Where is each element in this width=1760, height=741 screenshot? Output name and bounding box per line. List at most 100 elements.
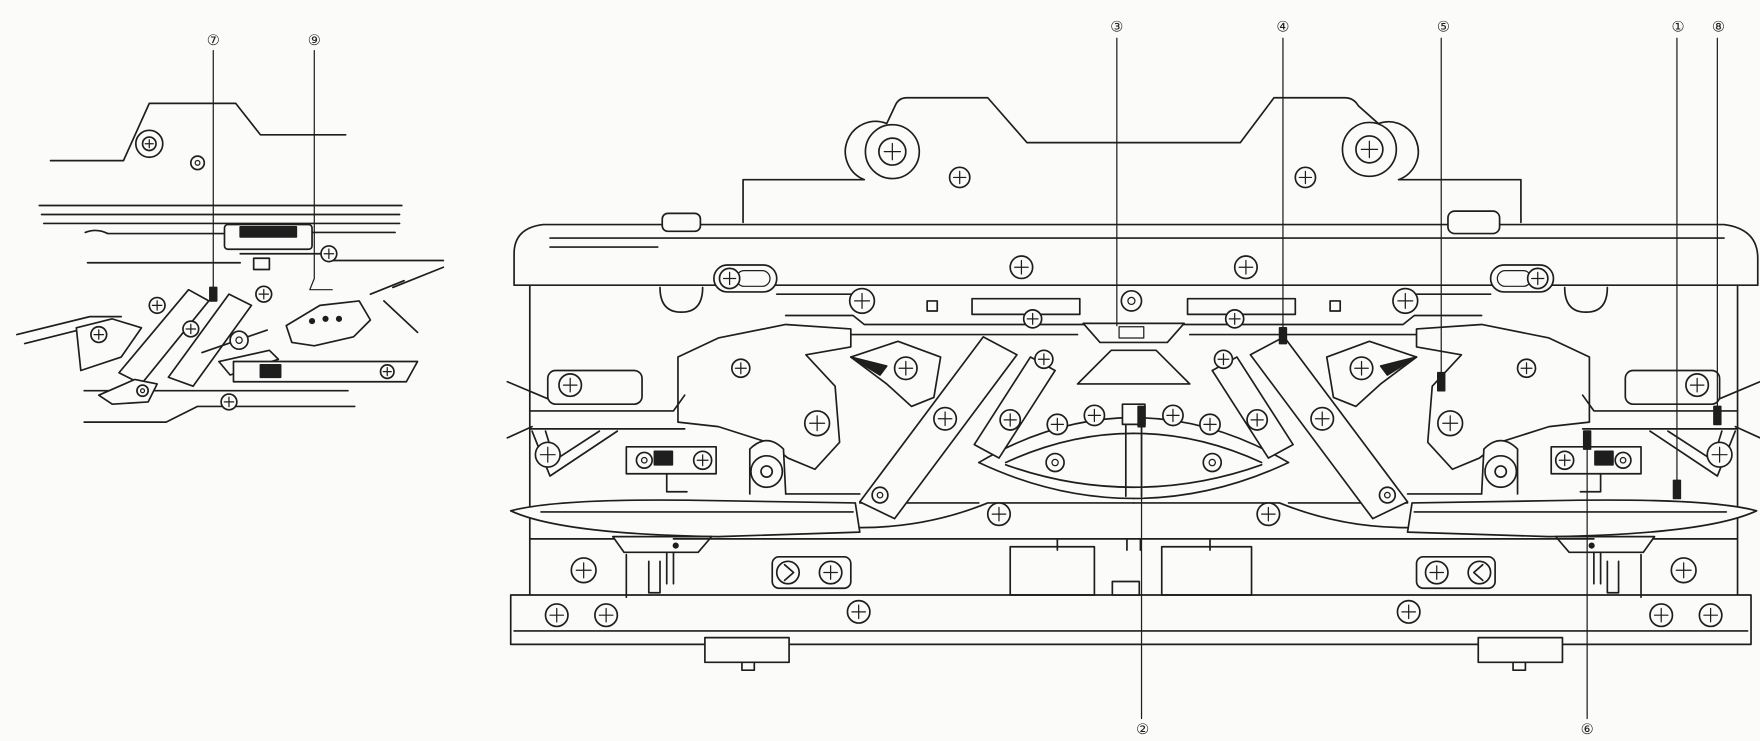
screw-center <box>139 388 146 394</box>
screw-group <box>534 255 1106 628</box>
center-window-right <box>1160 545 1253 596</box>
bottom-bar <box>509 594 1752 646</box>
inset-upper-track <box>86 252 445 264</box>
screw-head <box>1045 452 1065 473</box>
inset-cam-arm <box>167 293 253 388</box>
screw-icon <box>1046 413 1069 436</box>
screw-icon <box>189 155 206 171</box>
screw-center <box>1127 296 1136 306</box>
center-cam-tip <box>1076 349 1191 385</box>
sinker-dot <box>672 542 679 549</box>
screw-head <box>871 486 889 504</box>
screw-slot <box>1360 140 1379 159</box>
sinker <box>612 535 713 554</box>
screw-icon <box>999 408 1022 431</box>
screw-icon <box>1083 404 1106 427</box>
callout-3: ③ <box>1110 19 1123 36</box>
screw-center <box>235 336 243 344</box>
side-plate <box>677 323 852 471</box>
screw-slot <box>1014 259 1029 275</box>
screw-icon <box>1034 349 1054 370</box>
rail-line <box>549 237 1725 248</box>
screw-head <box>1120 289 1143 312</box>
callout-6: ⑥ <box>1581 721 1594 738</box>
screw-icon <box>544 603 569 628</box>
screw-icon <box>893 356 918 381</box>
screw-icon <box>878 137 907 166</box>
screw-icon <box>1009 255 1034 280</box>
inset-lever-hole <box>308 318 316 325</box>
marker-2 <box>1137 405 1146 428</box>
screw-slot <box>1087 408 1102 423</box>
inset-stud <box>252 257 271 271</box>
screw-slot <box>898 360 914 376</box>
screw-icon <box>871 486 889 504</box>
screw-slot <box>851 604 867 620</box>
bottom-tab <box>704 636 790 664</box>
small-stud <box>926 300 939 312</box>
screw-slot <box>809 415 826 432</box>
inset-right-lines <box>369 266 445 334</box>
marker-6 <box>1582 430 1592 450</box>
screw-slot <box>937 411 953 427</box>
screw-icon <box>255 285 273 303</box>
wing-lines <box>528 394 686 430</box>
screw-icon <box>933 406 958 431</box>
screw-slot <box>598 607 614 623</box>
screw-center <box>640 456 648 464</box>
screw-icon <box>558 373 583 398</box>
inset-boss <box>134 129 164 159</box>
screw-slot <box>734 362 747 375</box>
callout-5: ⑤ <box>1437 19 1450 36</box>
screw-slot <box>696 454 709 467</box>
screw-slot <box>223 396 235 408</box>
center-post-lines <box>1124 423 1143 498</box>
center-clip <box>1111 580 1141 596</box>
screw-icon <box>570 557 597 584</box>
screw-icon <box>320 245 338 263</box>
top-rail <box>513 223 1759 287</box>
frame-sides <box>528 284 1739 596</box>
screw-slot <box>93 329 105 340</box>
screw-icon <box>220 393 238 411</box>
screw-slot <box>1050 417 1065 432</box>
boat <box>509 499 861 538</box>
screw-icon <box>1294 166 1317 189</box>
inset-top-plate <box>49 102 347 162</box>
boss-ring <box>750 454 784 489</box>
screw-center <box>1051 458 1059 467</box>
screw-slot <box>549 607 565 623</box>
screw-slot <box>722 271 737 286</box>
inset-bracket-block <box>239 225 298 238</box>
screw-icon <box>594 603 619 628</box>
lower-brackets <box>625 553 661 599</box>
main-frame <box>509 96 1759 646</box>
screw-slot <box>323 248 335 260</box>
screw-center <box>194 159 201 166</box>
screw-icon <box>803 410 831 437</box>
screw-icon <box>534 441 561 468</box>
screw-slot <box>953 170 967 185</box>
callout-1: ① <box>1672 19 1685 36</box>
screw-slot <box>382 366 392 377</box>
center-window-left <box>1009 545 1096 596</box>
screw-slot <box>258 288 270 300</box>
screw-icon <box>136 384 150 398</box>
screw-icon <box>141 136 157 152</box>
leader-line-9 <box>309 49 333 291</box>
latch-stem <box>665 472 688 493</box>
button-arrow-icon <box>783 563 795 582</box>
center-bracket <box>1082 322 1186 344</box>
inner-cam-arm <box>973 356 1056 459</box>
screw-icon <box>229 330 249 351</box>
callout-8: ⑧ <box>1712 19 1725 36</box>
screw-slot <box>144 139 154 149</box>
callout-7: ⑦ <box>207 32 220 49</box>
screw-slot <box>151 300 163 311</box>
mechanism-left-half <box>506 255 1135 672</box>
callout-9: ⑨ <box>308 32 321 49</box>
screw-icon <box>818 560 843 585</box>
screw-icon <box>1120 289 1143 312</box>
center-parts <box>878 135 1384 498</box>
